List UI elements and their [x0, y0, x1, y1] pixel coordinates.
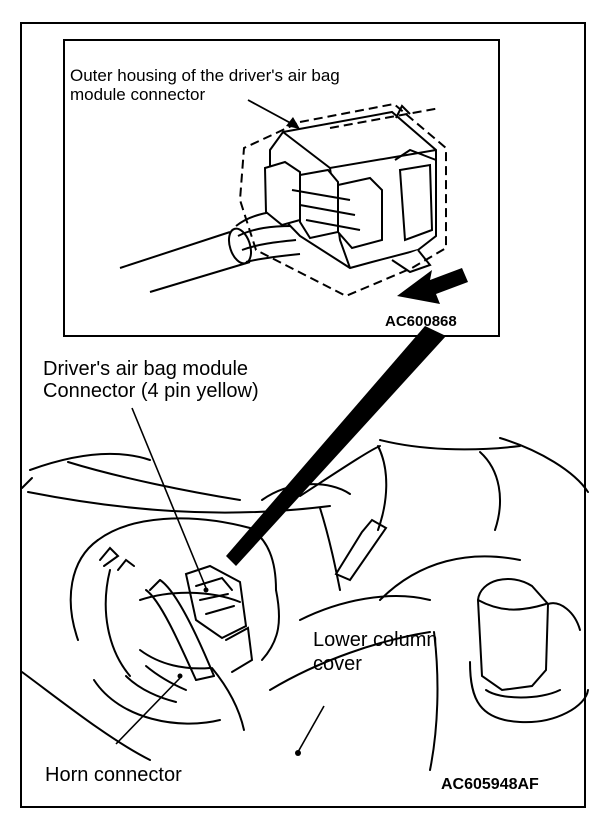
inset-dashed-outline	[238, 102, 447, 298]
inset-leader-line	[247, 99, 297, 127]
callout-wedge	[226, 326, 446, 566]
module-connector-label-line1: Driver's air bag module	[43, 358, 249, 380]
horn-connector-label: Horn connector	[45, 764, 182, 786]
lower-column-cover-label-line1: Lower column	[313, 629, 438, 651]
lower-column-cover-label-line2: cover	[313, 653, 362, 675]
main-dashboard-drawing	[21, 437, 589, 771]
pull-direction-arrow	[397, 268, 468, 304]
module-connector-label-line2: Connector (4 pin yellow)	[43, 380, 259, 403]
main-leader-lines	[115, 407, 325, 753]
inset-housing-label-line1: Outer housing of the driver's air bag	[70, 66, 340, 85]
main-figure-code: AC605948AF	[441, 776, 539, 793]
lower-column-cover-label: Lower column cover	[313, 628, 438, 676]
diagram-frame	[20, 22, 586, 808]
inset-connector-housing	[263, 104, 437, 274]
inset-figure-code: AC600868	[385, 313, 457, 330]
module-connector-label: Driver's air bag module Connector (4 pin…	[43, 358, 259, 403]
inset-housing-label: Outer housing of the driver's air bag mo…	[70, 66, 340, 104]
inset-housing-label-line2: module connector	[70, 85, 206, 105]
